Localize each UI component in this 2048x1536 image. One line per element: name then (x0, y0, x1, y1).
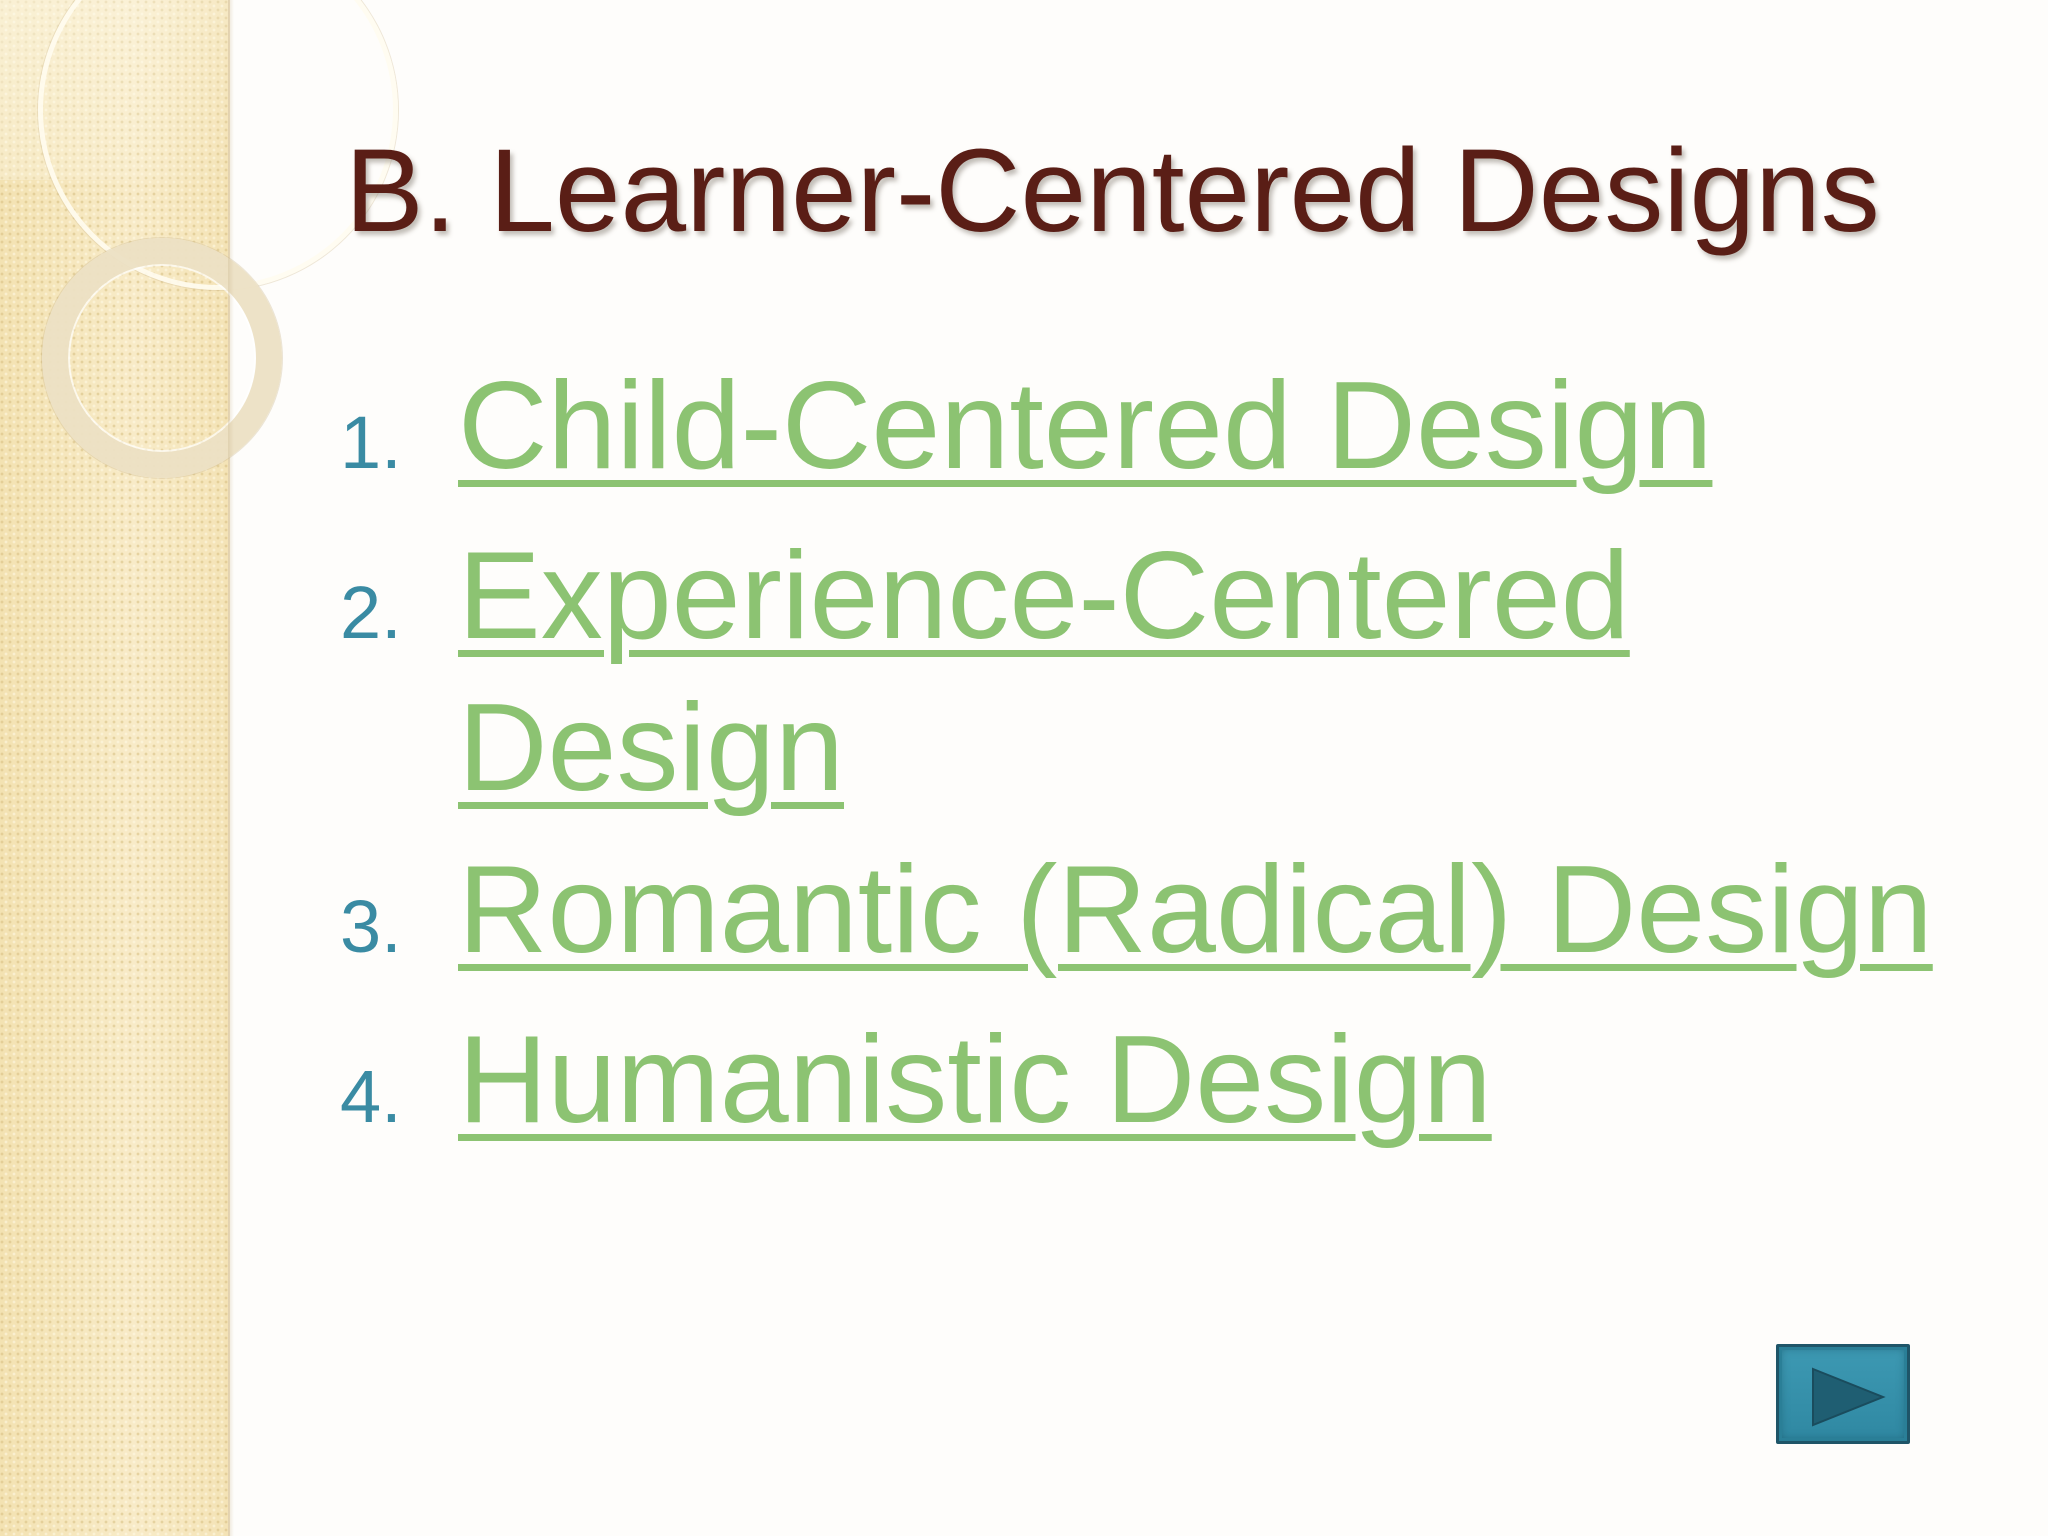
decorative-ring-small (42, 238, 282, 478)
list-item-experience-centered: 2. Experience-Centered Design (340, 520, 1980, 824)
item-number: 3. (340, 885, 402, 968)
list-item-romantic-radical: 3. Romantic (Radical) Design (340, 834, 1980, 986)
link-humanistic-design[interactable]: Humanistic Design (458, 1011, 1492, 1149)
item-number: 4. (340, 1055, 402, 1138)
list-item-child-centered: 1. Child-Centered Design (340, 350, 1980, 502)
decorative-side-panel (0, 0, 398, 1536)
item-number: 2. (340, 571, 402, 654)
slide-title: B. Learner-Centered Designs (345, 125, 1880, 257)
item-number: 1. (340, 401, 402, 484)
design-list: 1. Child-Centered Design 2. Experience-C… (340, 350, 1980, 1174)
side-panel-shadow (228, 0, 234, 1536)
play-arrow-icon (1812, 1367, 1886, 1427)
decorative-ring-large (38, 0, 398, 290)
link-experience-centered-design[interactable]: Experience-Centered Design (458, 527, 1630, 817)
list-item-humanistic: 4. Humanistic Design (340, 1004, 1980, 1156)
link-romantic-radical-design[interactable]: Romantic (Radical) Design (458, 841, 1933, 979)
next-slide-button[interactable] (1776, 1344, 1910, 1444)
link-child-centered-design[interactable]: Child-Centered Design (458, 357, 1713, 495)
